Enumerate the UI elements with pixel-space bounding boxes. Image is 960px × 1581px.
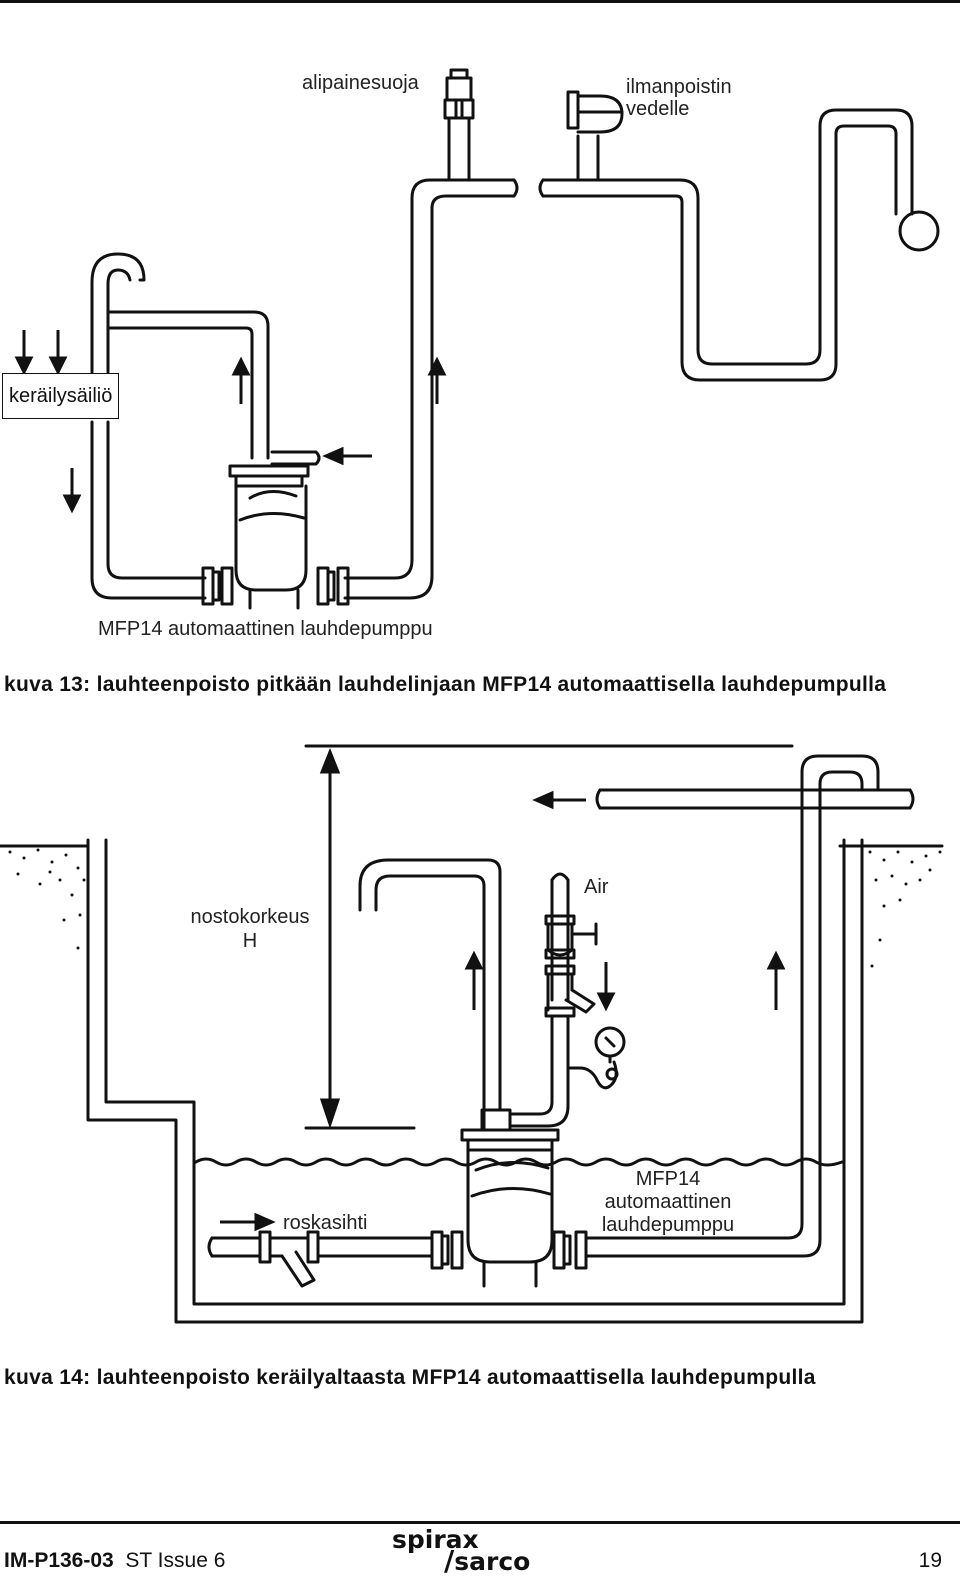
strainer-label: roskasihti bbox=[283, 1212, 368, 1234]
logo-bottom: sarco bbox=[454, 1547, 531, 1576]
pump-label-fig13: MFP14 automaattinen lauhdepumppu bbox=[98, 618, 433, 640]
footer-rule bbox=[0, 1521, 960, 1524]
pump-label-fig14-line3: lauhdepumppu bbox=[601, 1214, 735, 1236]
logo-top: spirax bbox=[392, 1525, 479, 1554]
receiver-label: keräilysäiliö bbox=[2, 373, 120, 419]
air-label: Air bbox=[584, 876, 609, 898]
top-rule bbox=[0, 0, 960, 3]
pump-label-fig14-line1: MFP14 bbox=[635, 1168, 701, 1190]
figure-14-caption: kuva 14: lauhteenpoisto keräilyaltaasta … bbox=[4, 1366, 816, 1389]
figure-13-caption: kuva 13: lauhteenpoisto pitkään lauhdeli… bbox=[4, 673, 887, 696]
head-label-line1: nostokorkeus bbox=[190, 906, 310, 928]
footer-doc-info: IM-P136-03 ST Issue 6 bbox=[4, 1549, 225, 1573]
issue-label: ST Issue 6 bbox=[125, 1549, 226, 1572]
figure-13-diagram bbox=[14, 68, 940, 610]
air-vent-label-line1: ilmanpoistin bbox=[626, 76, 732, 98]
spirax-sarco-logo: spirax /sarco bbox=[392, 1525, 531, 1577]
air-vent-label-line2: vedelle bbox=[626, 98, 690, 120]
head-label-line2: H bbox=[242, 930, 258, 952]
page-number: 19 bbox=[918, 1549, 942, 1572]
doc-code: IM-P136-03 bbox=[4, 1549, 114, 1572]
figure-14-diagram bbox=[0, 744, 944, 1324]
pump-label-fig14-line2: automaattinen bbox=[604, 1191, 732, 1213]
vacuum-breaker-label: alipainesuoja bbox=[302, 72, 419, 94]
